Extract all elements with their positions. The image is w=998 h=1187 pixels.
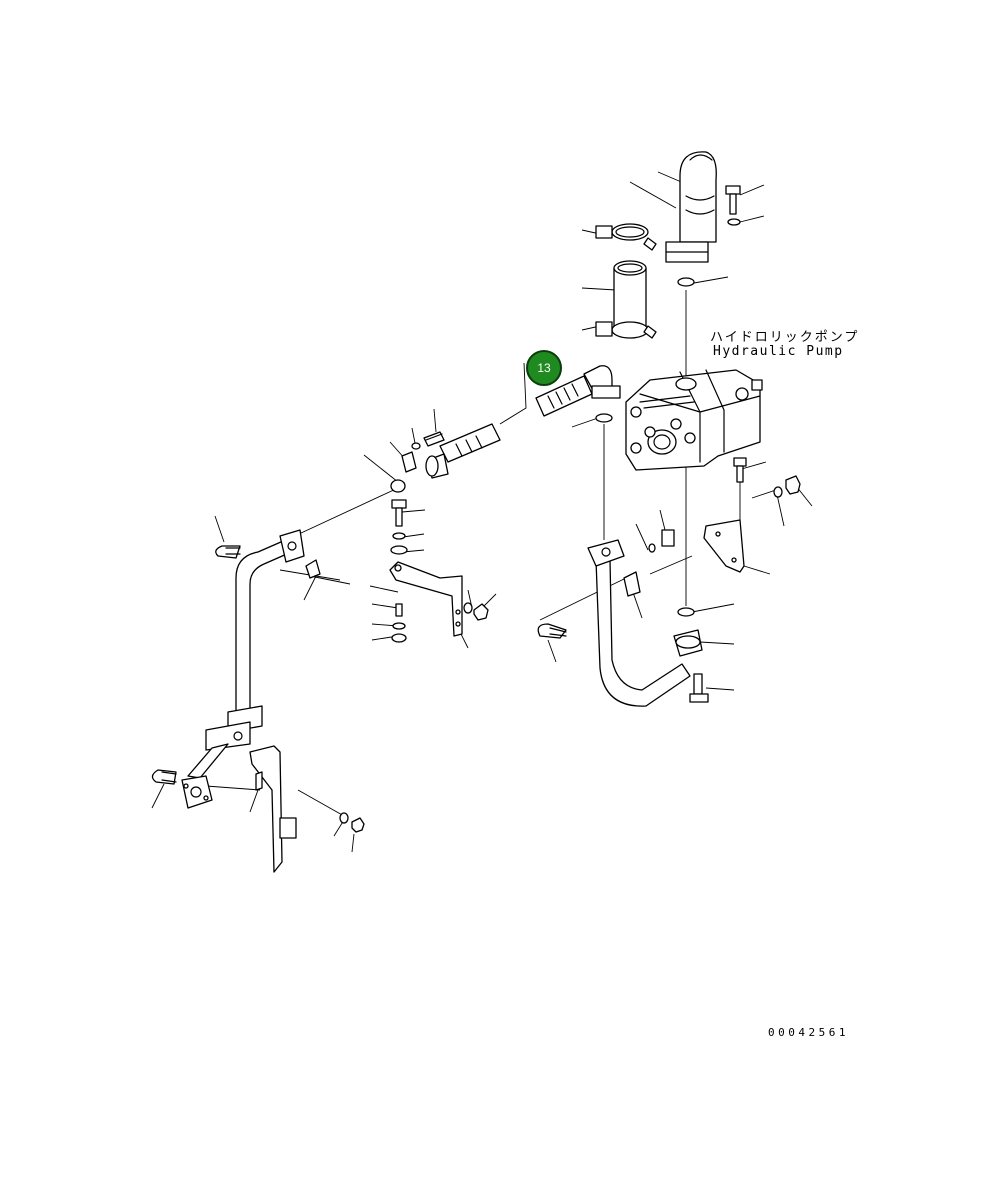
outlet-pipe-left bbox=[425, 423, 501, 479]
component-label-english: Hydraulic Pump bbox=[713, 344, 844, 359]
spacer-small bbox=[391, 603, 407, 643]
drawing-number: 00042561 bbox=[768, 1026, 849, 1039]
washer-nut-right bbox=[773, 475, 801, 498]
hydraulic-pump bbox=[625, 369, 763, 471]
delivery-pipe-right bbox=[587, 539, 703, 707]
clip-right bbox=[623, 571, 641, 597]
washer-nut-lower-left bbox=[339, 812, 365, 833]
clip-left bbox=[305, 559, 321, 579]
u-bolt-left-top bbox=[215, 545, 241, 559]
pipe-segment-13 bbox=[535, 365, 621, 417]
bolt-right bbox=[733, 457, 747, 483]
l-pipe-left bbox=[187, 529, 305, 779]
bolt-bottom-right bbox=[689, 673, 709, 703]
hose-clamp-upper bbox=[595, 223, 657, 251]
o-rings bbox=[390, 277, 695, 617]
bracket-center bbox=[389, 561, 463, 637]
bolt-center bbox=[390, 499, 408, 555]
washer-nut-center bbox=[463, 602, 489, 621]
bolt-right-pipe bbox=[648, 529, 675, 553]
u-bolt-center bbox=[537, 623, 567, 639]
callout-item-13[interactable]: 13 bbox=[526, 350, 562, 386]
rubber-hose bbox=[613, 260, 647, 336]
leader-lines bbox=[151, 171, 813, 853]
split-flange-upper bbox=[401, 431, 445, 473]
u-bolt-left-bottom bbox=[151, 769, 177, 785]
hose-clamp-lower bbox=[595, 321, 657, 339]
bracket-right bbox=[703, 519, 745, 573]
component-label-japanese: ハイドロリックポンプ bbox=[710, 330, 860, 345]
bolt-top bbox=[725, 185, 741, 226]
suction-elbow-pipe bbox=[665, 151, 717, 263]
bracket-lower-left bbox=[249, 745, 297, 873]
flange-lower-left bbox=[181, 775, 213, 809]
